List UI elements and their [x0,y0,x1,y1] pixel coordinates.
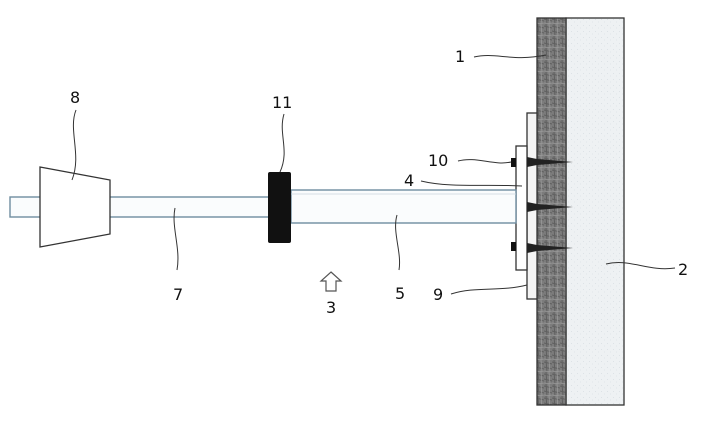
anchor-spike-bottom [527,243,573,253]
callout-8: 8 [70,88,80,107]
leader-2 [605,262,676,270]
wall-surface-layer [536,17,567,406]
inner-plate-10 [515,145,528,271]
up-arrow-icon [319,271,343,292]
tapered-head-8 [39,166,111,248]
callout-2: 2 [678,260,688,279]
leader-11 [279,113,285,173]
leader-7 [173,207,179,271]
leader-8 [71,109,77,181]
pipe-5 [290,189,517,224]
wall-body [565,17,625,406]
leader-10 [457,159,512,164]
bolt-bottom [511,242,516,251]
bolt-top [511,158,516,167]
leader-9 [450,284,528,295]
callout-9: 9 [433,285,443,304]
clamp-11 [268,172,291,243]
leader-5 [395,214,401,271]
anchor-spike-middle [527,202,573,212]
callout-3: 3 [326,298,336,317]
callout-4: 4 [404,171,414,190]
callout-11: 11 [272,93,292,112]
callout-10: 10 [428,151,448,170]
callout-1: 1 [455,47,465,66]
anchor-spike-top [527,157,573,167]
callout-5: 5 [395,284,405,303]
callout-7: 7 [173,285,183,304]
leader-1 [473,54,547,59]
leader-4 [420,180,523,187]
